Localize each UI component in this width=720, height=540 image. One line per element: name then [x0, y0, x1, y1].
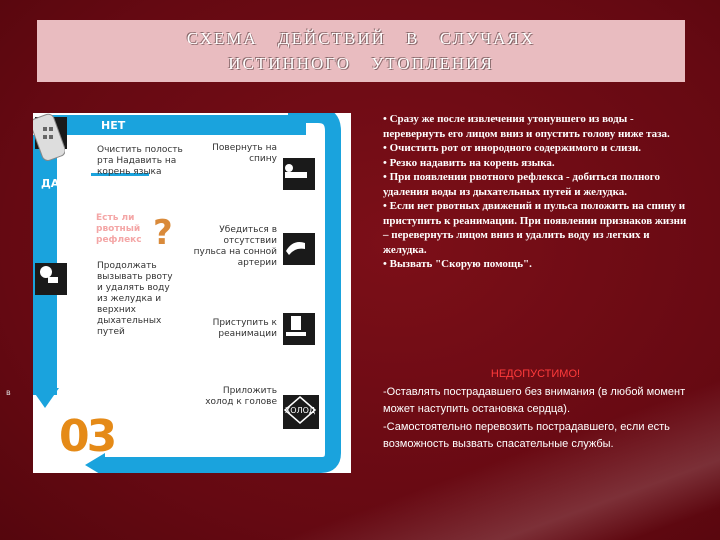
first-aid-diagram: ХОЛОД НЕТ ДА Очистить полость рта Надави… [33, 113, 351, 473]
top-arrow-bar [51, 115, 306, 135]
reflex-question: Есть ли рвотный рефлекс [96, 213, 142, 245]
divider-line [91, 173, 149, 176]
step-cold-head: Приложить холод к голове [205, 386, 277, 407]
cold-icon-text: ХОЛОД [285, 406, 315, 415]
instructions-list: • Сразу же после извлечения утонувшего и… [383, 112, 688, 272]
warning-title: НЕДОПУСТИМО! [490, 368, 581, 380]
question-mark: ? [153, 213, 173, 253]
bottom-arrowhead [85, 453, 105, 473]
right-flow-arrow [103, 113, 341, 473]
phone-icon [33, 113, 65, 161]
instruction-item: • Если нет рвотных движений и пульса пол… [383, 200, 687, 256]
no-label: НЕТ [97, 118, 130, 133]
step-resuscitation: Приступить к реанимации [212, 318, 277, 339]
instruction-item: • Резко надавить на корень языка. [383, 156, 555, 169]
hand-pulse-icon [283, 233, 315, 265]
step-check-pulse: Убедиться в отсутствии пульса на сонной … [193, 225, 277, 268]
warning-item: -Самостоятельно перевозить пострадавшего… [383, 420, 670, 450]
cold-pack-icon: ХОЛОД [283, 395, 319, 429]
mouth-icon [35, 263, 67, 295]
left-arrowhead [33, 388, 59, 408]
instruction-item: • Вызвать "Скорую помощь". [383, 258, 532, 270]
step-induce-vomit: Продолжать вызывать рвоту и удалять воду… [97, 261, 173, 337]
person-back-icon [283, 158, 315, 190]
step-clean-mouth: Очистить полость рта Надавить на корень … [97, 145, 183, 177]
title-banner: СХЕМА ДЕЙСТВИЙ В СЛУЧАЯХ ИСТИННОГО УТОПЛ… [37, 20, 685, 82]
instruction-item: • Очистить рот от инородного содержимого… [383, 142, 642, 154]
yes-label: ДА [41, 177, 60, 190]
emergency-number: 03 [59, 411, 117, 462]
cpr-icon [283, 313, 315, 345]
title-line-1: СХЕМА ДЕЙСТВИЙ В СЛУЧАЯХ [186, 29, 536, 48]
step-turn-back: Повернуть на спину [212, 143, 277, 164]
side-label: в [6, 388, 11, 397]
instruction-item: • При появлении рвотного рефлекса - доби… [383, 171, 661, 198]
warning-list: -Оставлять пострадавшего без внимания (в… [383, 384, 688, 453]
title-line-2: ИСТИННОГО УТОПЛЕНИЯ [228, 54, 494, 73]
warning-item: -Оставлять пострадавшего без внимания (в… [383, 386, 686, 416]
instruction-item: • Сразу же после извлечения утонувшего и… [383, 113, 670, 140]
